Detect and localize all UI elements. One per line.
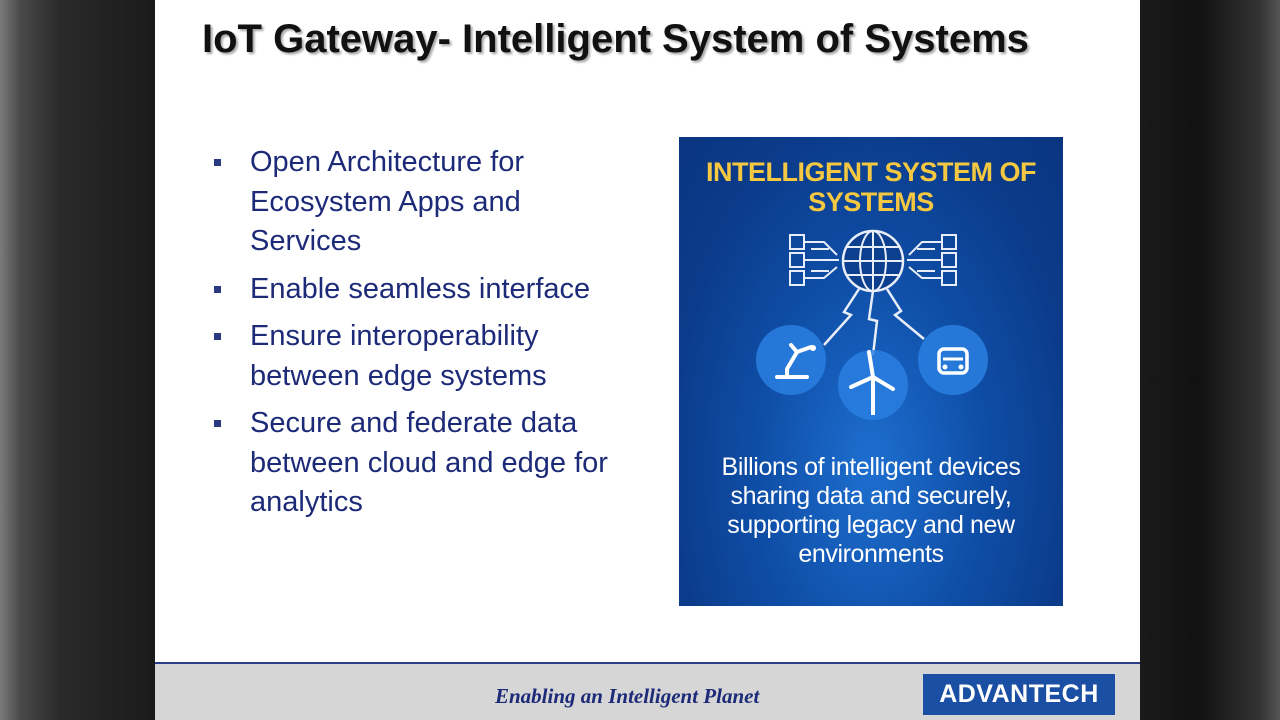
bullet-text: Enable seamless interface [250, 272, 591, 305]
bullet-list: Open Architecture for Ecosystem Apps and… [210, 143, 630, 531]
bullet-item: Open Architecture for Ecosystem Apps and… [210, 143, 630, 262]
bullet-item: Enable seamless interface [210, 270, 630, 310]
bullet-marker-icon [214, 159, 221, 166]
figure-title: INTELLIGENT SYSTEM OF SYSTEMS [705, 157, 1037, 217]
globe-icon [841, 229, 905, 293]
slide: IoT Gateway- Intelligent System of Syste… [155, 0, 1140, 720]
bullet-item: Ensure interoperability between edge sys… [210, 317, 630, 396]
connection-lines [823, 288, 925, 356]
bullet-text: Ensure interoperability between edge sys… [250, 320, 547, 392]
bullet-text: Secure and federate data between cloud a… [250, 407, 608, 518]
figure-caption: Billions of intelligent devices sharing … [721, 453, 1021, 568]
footer-tagline: Enabling an Intelligent Planet [495, 684, 760, 708]
bullet-item: Secure and federate data between cloud a… [210, 404, 630, 523]
bullet-text: Open Architecture for Ecosystem Apps and… [250, 146, 525, 257]
slide-footer: Enabling an Intelligent Planet ADVANTECH [155, 662, 1140, 720]
bullet-marker-icon [214, 285, 221, 293]
slide-title: IoT Gateway- Intelligent System of Syste… [202, 17, 1029, 61]
system-of-systems-figure: INTELLIGENT SYSTEM OF SYSTEMS [679, 137, 1063, 606]
figure-illustration [756, 229, 988, 420]
network-nodes-icon [789, 234, 957, 286]
robot-arm-icon [756, 325, 826, 395]
bullet-marker-icon [214, 333, 221, 340]
advantech-logo: ADVANTECH [923, 674, 1115, 715]
bullet-marker-icon [214, 420, 221, 427]
car-icon [918, 325, 988, 395]
wind-turbine-icon [838, 350, 908, 420]
